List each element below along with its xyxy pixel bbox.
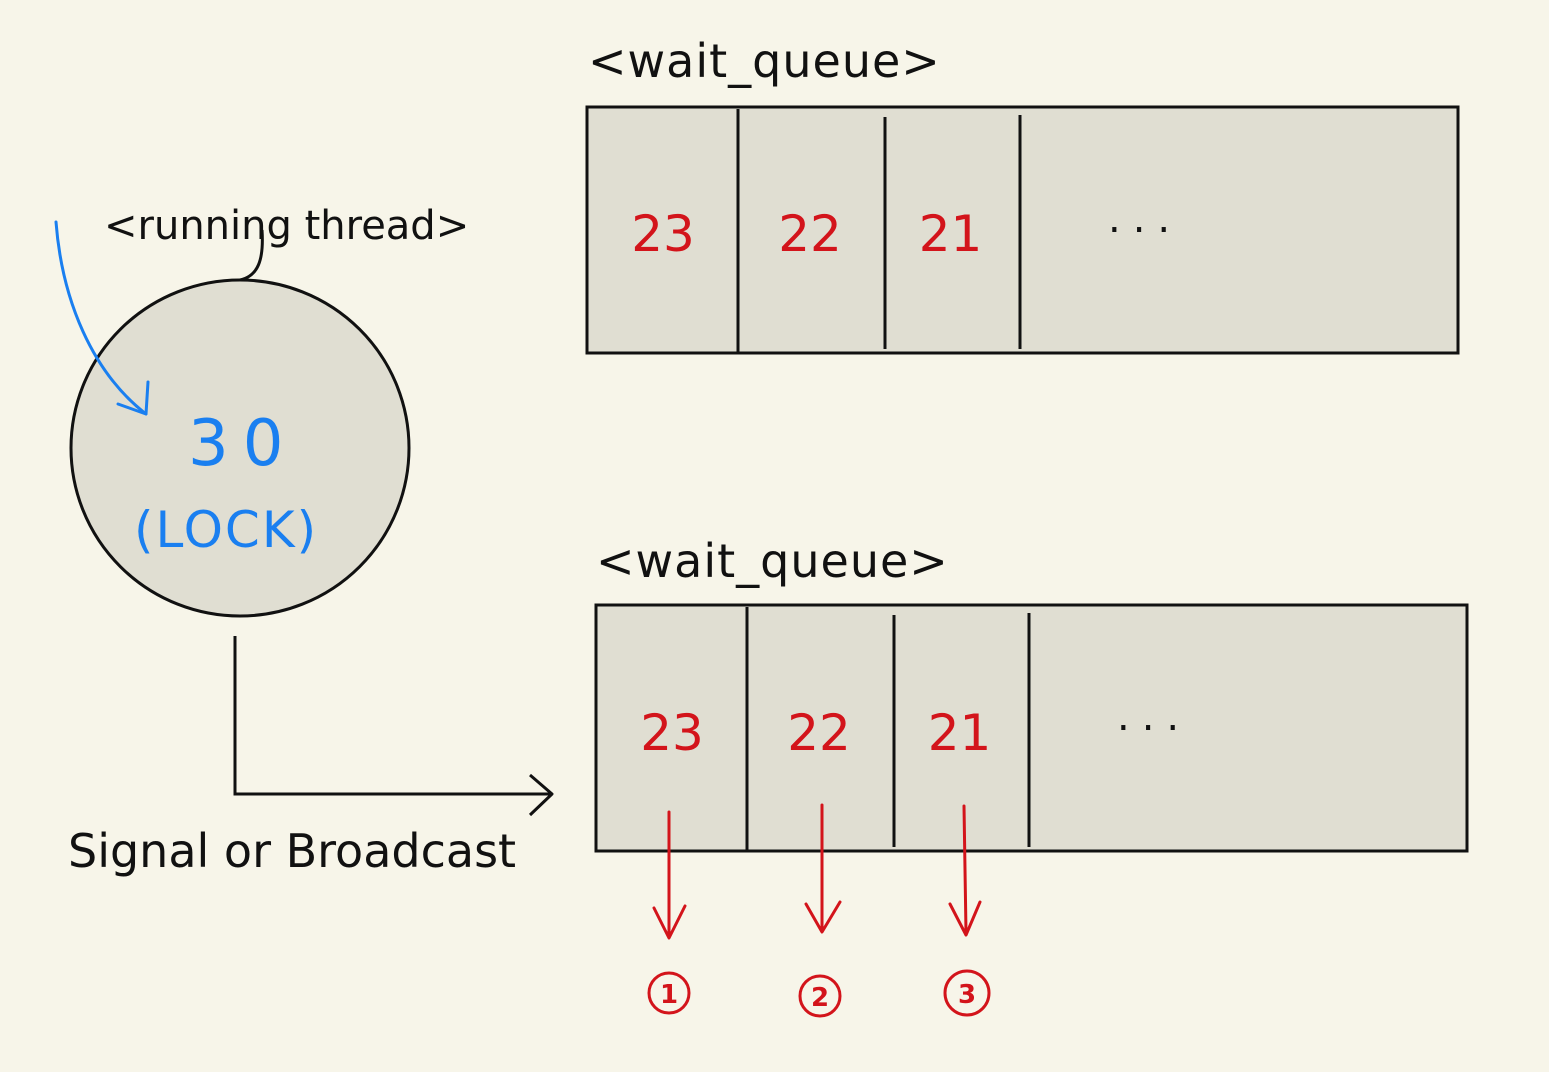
signal-or-broadcast-label: Signal or Broadcast	[68, 824, 517, 878]
wake-order-3: 3	[957, 980, 977, 1010]
label-connector	[239, 229, 264, 282]
signal-arrow-head	[528, 773, 554, 817]
order-circle-3	[943, 969, 991, 1017]
wake-arrow-3-head	[948, 900, 982, 937]
running-thread-label: <running thread>	[104, 203, 470, 249]
bottom-queue-title: <wait_queue>	[596, 534, 949, 588]
top-queue-box	[585, 105, 1460, 355]
order-circle-2	[798, 974, 842, 1018]
wake-arrow-2-head	[804, 900, 842, 934]
order-circle-1	[647, 971, 691, 1015]
bottom-queue-cell-1: 23	[640, 704, 704, 762]
wake-arrows	[652, 803, 982, 940]
wake-order-1: 1	[659, 980, 679, 1010]
running-thread-priority: 30	[188, 407, 298, 481]
blue-arrow-head	[116, 380, 150, 416]
bottom-queue-cell-2: 22	[787, 704, 851, 762]
wake-arrow-3	[962, 804, 968, 934]
bottom-queue-cell-3: 21	[927, 704, 992, 762]
top-queue-cell-3: 21	[918, 205, 983, 263]
signal-arrow	[233, 636, 552, 796]
top-queue-cell-2: 22	[778, 205, 842, 263]
blue-curved-arrow	[54, 220, 148, 416]
wake-arrow-1-head	[652, 904, 687, 940]
top-queue-title: <wait_queue>	[588, 34, 941, 88]
wake-order-2: 2	[810, 983, 830, 1013]
bottom-queue-cell-more: ...	[1117, 694, 1192, 740]
top-queue-cell-1: 23	[631, 205, 695, 263]
running-thread-state: (LOCK)	[134, 501, 319, 559]
top-queue-cell-more: ...	[1108, 196, 1183, 242]
bottom-queue-box	[594, 603, 1469, 853]
